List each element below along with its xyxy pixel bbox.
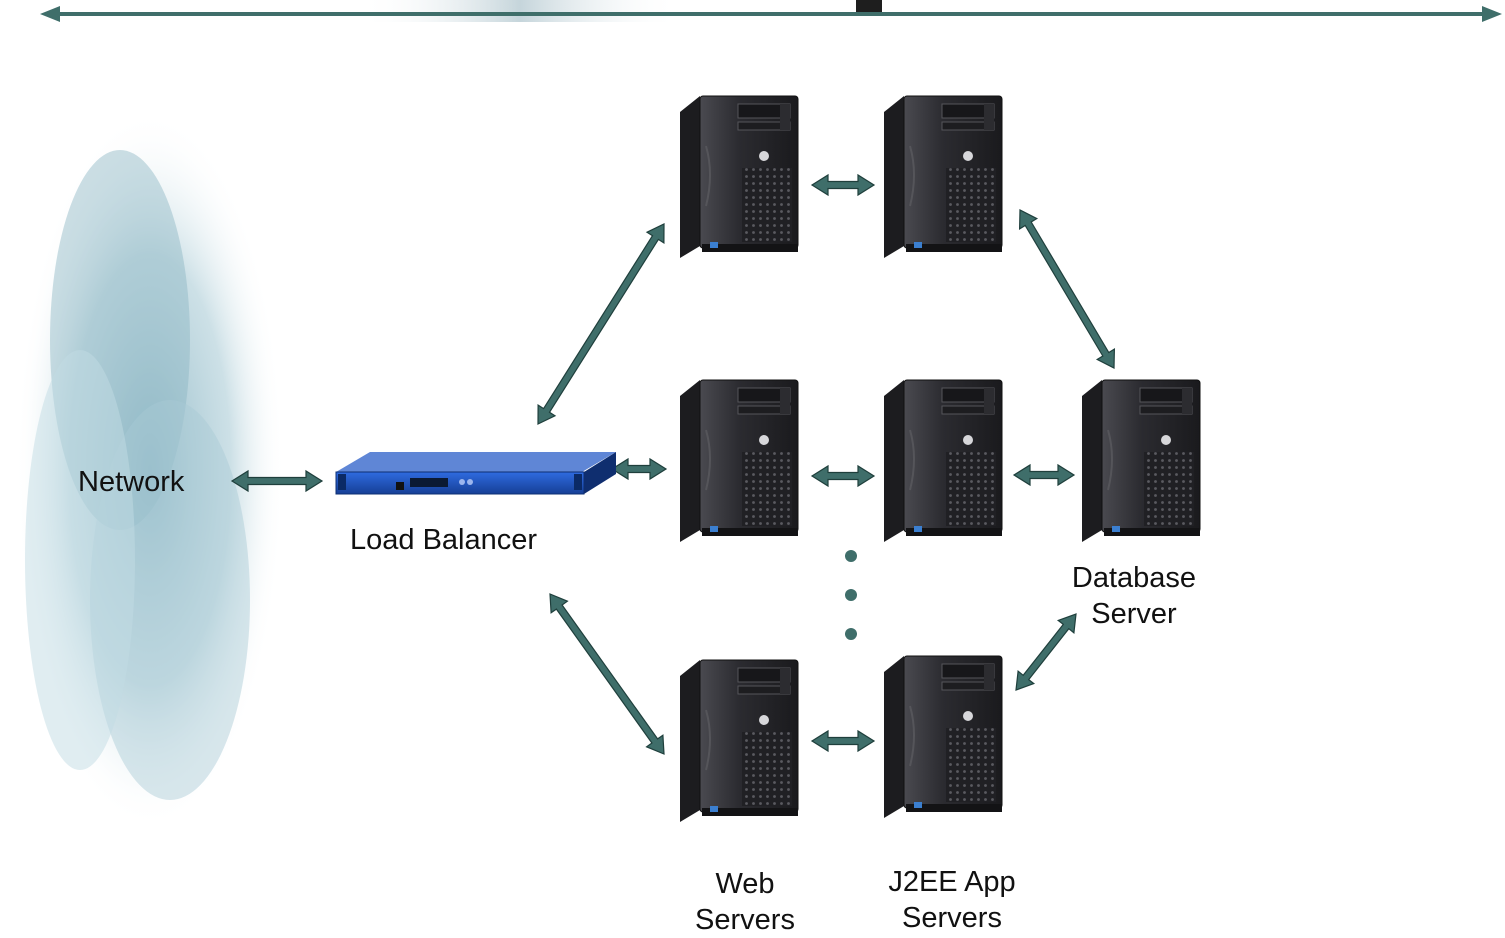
app-server-icon: [883, 655, 1003, 819]
web-server-icon: [679, 659, 799, 823]
web-app-middle-arrow: [810, 464, 876, 488]
app-server-icon: [883, 379, 1003, 543]
cropped-title-fragment: [856, 0, 882, 12]
lb-web-bottom-arrow: [549, 593, 665, 755]
network-label: Network: [78, 466, 185, 498]
app-db-top-arrow: [1018, 209, 1116, 369]
lb-web-middle-arrow: [610, 457, 668, 481]
database-server-label: Database Server: [1071, 562, 1197, 630]
j2ee-app-servers-label: J2EE App Servers: [888, 866, 1016, 934]
load-balancer-icon: [335, 452, 616, 495]
web-app-top-arrow: [810, 173, 876, 197]
web-server-icon: [679, 379, 799, 543]
database-server-icon: [1081, 379, 1201, 543]
web-server-icon: [679, 95, 799, 259]
network-cloud-icon: [15, 110, 285, 830]
load-balancer-label: Load Balancer: [350, 524, 538, 556]
top-double-arrow: [40, 0, 1502, 22]
more-servers-ellipsis: [845, 550, 857, 640]
app-db-bottom-arrow: [1015, 613, 1077, 691]
web-app-bottom-arrow: [810, 729, 876, 753]
network-lb-arrow: [230, 469, 324, 493]
app-db-middle-arrow: [1012, 463, 1076, 487]
lb-web-top-arrow: [537, 223, 665, 425]
connection-arrows: [230, 173, 1116, 755]
web-servers-label: Web Servers: [695, 868, 795, 936]
app-server-icon: [883, 95, 1003, 259]
